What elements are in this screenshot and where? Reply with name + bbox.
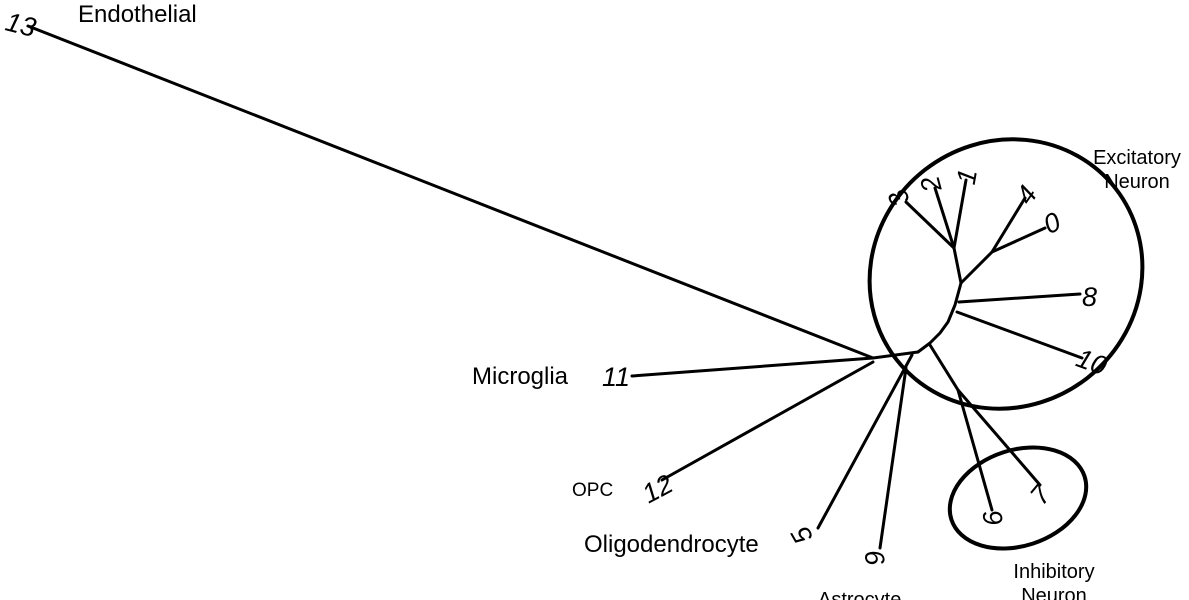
label-inhibitory-line2: Neuron — [1021, 585, 1087, 600]
leaf-2: 2 — [915, 173, 948, 196]
branch-11 — [630, 356, 875, 378]
leaf-4: 4 — [1010, 180, 1043, 210]
leaf-10: 10 — [1072, 343, 1110, 381]
label-inhibitory-line1: Inhibitory — [1013, 561, 1094, 583]
branch-3 — [904, 200, 956, 250]
leaf-0: 0 — [1039, 206, 1065, 240]
branch-10 — [955, 310, 1084, 360]
label-excitatory-line1: Excitatory — [1093, 147, 1181, 169]
branch-exc-split-left — [952, 246, 963, 285]
label-oligodendrocyte: Oligodendrocyte — [584, 531, 759, 558]
leaf-6: 6 — [977, 507, 1009, 528]
tree-branches — [26, 24, 1084, 550]
label-microglia: Microglia — [472, 363, 569, 390]
leaf-5: 5 — [785, 521, 819, 550]
branch-internal-neuron — [916, 281, 963, 354]
branch-exc-split-right — [959, 250, 994, 285]
label-endothelial: Endothelial — [78, 1, 197, 28]
branch-9 — [878, 366, 908, 550]
leaf-labels: 13 11 12 5 9 3 2 1 4 0 8 10 7 6 — [3, 7, 1111, 569]
branch-5 — [816, 353, 914, 530]
label-excitatory-line2: Neuron — [1104, 171, 1170, 193]
leaf-1: 1 — [951, 167, 983, 187]
leaf-13: 13 — [3, 7, 39, 43]
branch-4 — [990, 196, 1027, 254]
branch-0 — [990, 226, 1047, 254]
excitatory-neuron-group-outline — [867, 137, 1145, 411]
label-astrocyte: Astrocyte — [818, 589, 901, 600]
branch-8 — [957, 292, 1082, 304]
branch-1 — [952, 178, 968, 250]
branch-12 — [660, 360, 875, 482]
leaf-8: 8 — [1082, 282, 1097, 312]
leaf-11: 11 — [602, 362, 630, 392]
branch-6 — [956, 388, 994, 512]
label-opc: OPC — [572, 480, 613, 501]
branch-2 — [933, 186, 956, 250]
branch-13 — [26, 24, 875, 360]
leaf-9: 9 — [859, 548, 891, 568]
branch-inh-stem — [928, 343, 960, 392]
cell-type-labels: Endothelial Microglia OPC Oligodendrocyt… — [78, 1, 1181, 600]
inhibitory-neuron-group-outline — [947, 445, 1089, 551]
